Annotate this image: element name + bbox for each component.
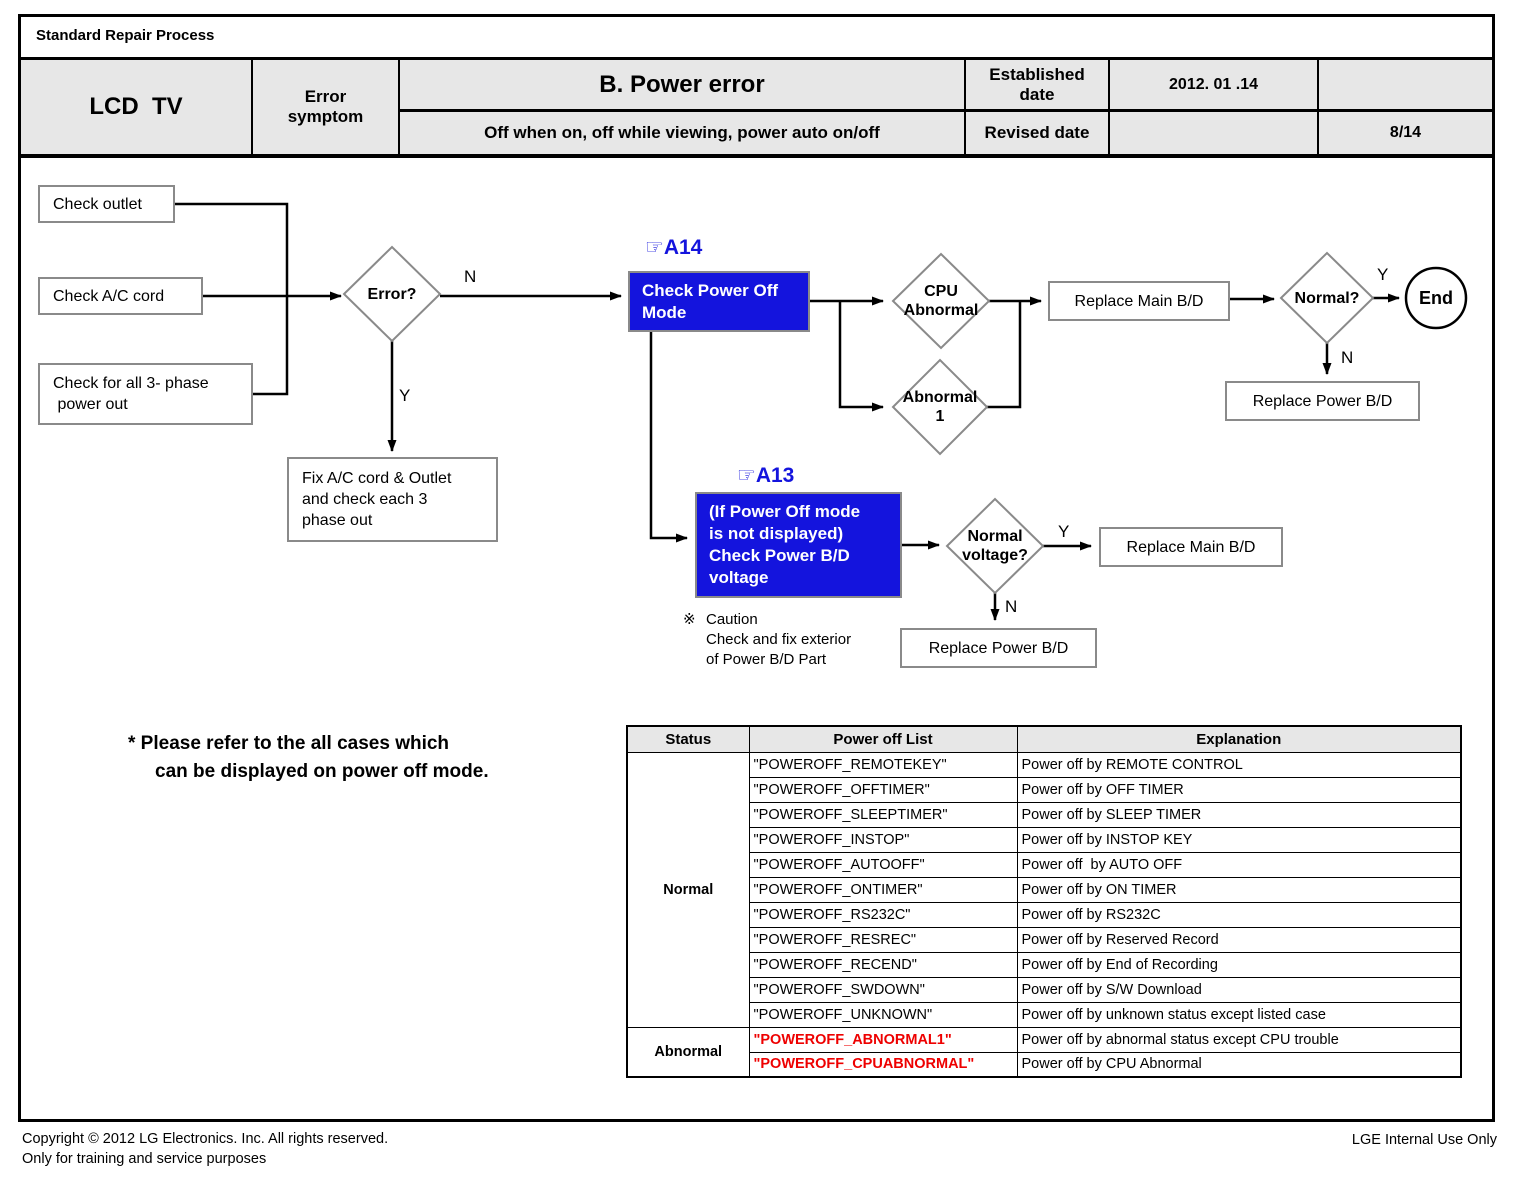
check-ac-cord-box: Check A/C cord bbox=[38, 277, 203, 315]
explanation-header: Explanation bbox=[1016, 725, 1462, 753]
established-date-value: 2012. 01 .14 bbox=[1110, 60, 1317, 112]
explanation-cell: Power off by End of Recording bbox=[1016, 951, 1462, 978]
explanation-cell: Power off by RS232C bbox=[1016, 901, 1462, 928]
poweroff-item-cell: "POWEROFF_OFFTIMER" bbox=[748, 776, 1018, 803]
status-abnormal-cell: Abnormal bbox=[626, 1026, 750, 1078]
end-node-label: End bbox=[1419, 288, 1453, 308]
error-n-label: N bbox=[464, 267, 477, 286]
abnormal1-label: Abnormal 1 bbox=[902, 389, 978, 425]
page-border: Standard Repair Process LCD TV Error sym… bbox=[18, 14, 1495, 1122]
poweroff-item-cell: "POWEROFF_RECEND" bbox=[748, 951, 1018, 978]
explanation-cell: Power off by ON TIMER bbox=[1016, 876, 1462, 903]
end-node-circle bbox=[1404, 266, 1468, 330]
cpu-abnormal-label: CPU Abnormal bbox=[903, 283, 979, 319]
table-row: "POWEROFF_SLEEPTIMER"Power off by SLEEP … bbox=[627, 801, 1462, 828]
check-power-bd-voltage-box: (If Power Off mode is not displayed) Che… bbox=[695, 492, 902, 598]
internal-use-label: LGE Internal Use Only bbox=[1351, 1132, 1497, 1148]
check-power-off-mode-box: Check Power Off Mode bbox=[628, 271, 810, 332]
poweroff-item-cell: "POWEROFF_ONTIMER" bbox=[748, 876, 1018, 903]
poweroff-item-cell: "POWEROFF_AUTOOFF" bbox=[748, 851, 1018, 878]
table-row: "POWEROFF_AUTOOFF"Power off by AUTO OFF bbox=[627, 851, 1462, 878]
table-row: "POWEROFF_SWDOWN"Power off by S/W Downlo… bbox=[627, 976, 1462, 1003]
product-cell: LCD TV bbox=[21, 60, 253, 154]
replace-main-bd-box-1: Replace Main B/D bbox=[1048, 281, 1230, 321]
page-number-cell: 8/14 bbox=[1389, 124, 1422, 141]
error-diamond bbox=[342, 245, 442, 343]
normal-diamond-label: Normal? bbox=[1294, 290, 1360, 307]
explanation-cell: Power off by SLEEP TIMER bbox=[1016, 801, 1462, 828]
table-row: "POWEROFF_RESREC"Power off by Reserved R… bbox=[627, 926, 1462, 953]
table-row: "POWEROFF_RS232C"Power off by RS232C bbox=[627, 901, 1462, 928]
status-header: Status bbox=[626, 725, 750, 753]
check-3phase-box: Check for all 3- phase power out bbox=[38, 363, 253, 425]
replace-main-bd-box-2: Replace Main B/D bbox=[1099, 527, 1283, 567]
caution-text: Caution Check and fix exterior of Power … bbox=[706, 611, 852, 668]
normal-voltage-label: Normal voltage? bbox=[962, 528, 1028, 564]
explanation-cell: Power off by Reserved Record bbox=[1016, 926, 1462, 953]
copyright-line-1: Copyright © 2012 LG Electronics. Inc. Al… bbox=[22, 1131, 389, 1147]
table-row: "POWEROFF_CPUABNORMAL"Power off by CPU A… bbox=[627, 1051, 1462, 1078]
explanation-cell: Power off by abnormal status except CPU … bbox=[1016, 1026, 1462, 1053]
process-title: Standard Repair Process bbox=[36, 27, 215, 44]
error-diamond-label: Error? bbox=[367, 286, 417, 303]
poweroff-item-cell: "POWEROFF_RESREC" bbox=[748, 926, 1018, 953]
explanation-cell: Power off by OFF TIMER bbox=[1016, 776, 1462, 803]
table-header-row: Status Power off List Explanation bbox=[626, 725, 1462, 753]
error-symptom-cell: Error symptom bbox=[253, 60, 400, 154]
normal-n-label: N bbox=[1341, 348, 1354, 367]
error-y-label: Y bbox=[399, 386, 411, 405]
replace-power-bd-box-1: Replace Power B/D bbox=[1225, 381, 1420, 421]
note-line-2: can be displayed on power off mode. bbox=[155, 761, 489, 782]
established-date-label: Established date bbox=[966, 60, 1108, 112]
revised-date-label: Revised date bbox=[984, 123, 1090, 142]
cpu-abnormal-diamond bbox=[891, 252, 991, 350]
normal-diamond bbox=[1279, 251, 1375, 345]
a14-reference-label: ☞A14 bbox=[645, 236, 703, 259]
abnormal1-diamond bbox=[891, 358, 989, 456]
poweroff-item-cell: "POWEROFF_CPUABNORMAL" bbox=[748, 1051, 1018, 1078]
error-title-cell: B. Power error bbox=[400, 60, 964, 112]
table-row: "POWEROFF_UNKNOWN"Power off by unknown s… bbox=[627, 1001, 1462, 1028]
normal-voltage-diamond bbox=[945, 497, 1045, 595]
poweroff-item-cell: "POWEROFF_SLEEPTIMER" bbox=[748, 801, 1018, 828]
explanation-cell: Power off by S/W Download bbox=[1016, 976, 1462, 1003]
explanation-cell: Power off by unknown status except liste… bbox=[1016, 1001, 1462, 1028]
caution-mark: ※ bbox=[683, 611, 696, 628]
status-normal-cell: Normal bbox=[626, 751, 750, 1028]
poweroff-item-cell: "POWEROFF_UNKNOWN" bbox=[748, 1001, 1018, 1028]
poweroff-table: Status Power off List Explanation Normal… bbox=[626, 725, 1462, 1078]
copyright-line-2: Only for training and service purposes bbox=[22, 1151, 267, 1167]
check-outlet-box: Check outlet bbox=[38, 185, 175, 223]
poweroff-item-cell: "POWEROFF_INSTOP" bbox=[748, 826, 1018, 853]
explanation-cell: Power off by INSTOP KEY bbox=[1016, 826, 1462, 853]
normal-voltage-n-label: N bbox=[1005, 597, 1018, 616]
table-row: "POWEROFF_INSTOP"Power off by INSTOP KEY bbox=[627, 826, 1462, 853]
table-row: Abnormal "POWEROFF_ABNORMAL1" Power off … bbox=[626, 1026, 1462, 1078]
flowchart-connectors bbox=[175, 202, 1468, 621]
explanation-cell: Power off by REMOTE CONTROL bbox=[1016, 751, 1462, 778]
header-table: LCD TV Error symptom B. Power error Off … bbox=[21, 57, 1492, 158]
revised-date-value bbox=[1110, 112, 1317, 154]
poweroff-list-header: Power off List bbox=[748, 725, 1018, 753]
table-row: "POWEROFF_OFFTIMER"Power off by OFF TIME… bbox=[627, 776, 1462, 803]
error-subtitle-cell: Off when on, off while viewing, power au… bbox=[484, 123, 880, 142]
fix-ac-cord-box: Fix A/C cord & Outlet and check each 3 p… bbox=[287, 457, 498, 542]
poweroff-item-cell: "POWEROFF_SWDOWN" bbox=[748, 976, 1018, 1003]
replace-power-bd-box-2: Replace Power B/D bbox=[900, 628, 1097, 668]
a13-reference-label: ☞A13 bbox=[737, 464, 795, 487]
table-row: Normal "POWEROFF_REMOTEKEY" Power off by… bbox=[626, 751, 1462, 1028]
table-row: "POWEROFF_RECEND"Power off by End of Rec… bbox=[627, 951, 1462, 978]
normal-y-label: Y bbox=[1377, 265, 1389, 284]
explanation-cell: Power off by CPU Abnormal bbox=[1016, 1051, 1462, 1078]
header-empty-cell bbox=[1319, 60, 1492, 112]
note-line-1: * Please refer to the all cases which bbox=[128, 733, 450, 754]
poweroff-item-cell: "POWEROFF_REMOTEKEY" bbox=[748, 751, 1018, 778]
poweroff-item-cell: "POWEROFF_ABNORMAL1" bbox=[748, 1026, 1018, 1053]
explanation-cell: Power off by AUTO OFF bbox=[1016, 851, 1462, 878]
poweroff-item-cell: "POWEROFF_RS232C" bbox=[748, 901, 1018, 928]
table-row: "POWEROFF_ONTIMER"Power off by ON TIMER bbox=[627, 876, 1462, 903]
normal-voltage-y-label: Y bbox=[1058, 522, 1070, 541]
